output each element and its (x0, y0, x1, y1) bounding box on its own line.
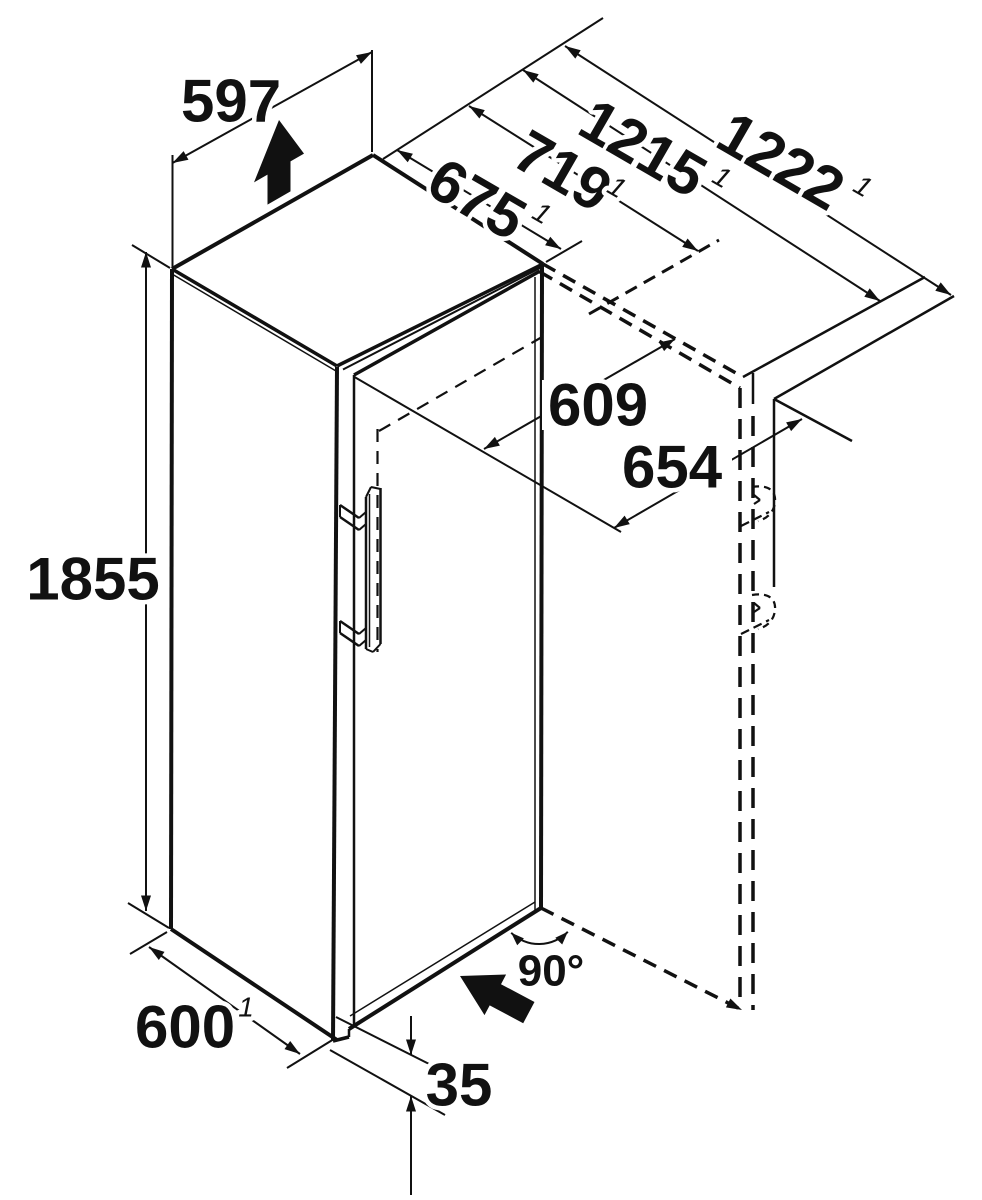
svg-text:1855: 1855 (26, 546, 159, 613)
svg-text:35: 35 (426, 1052, 493, 1119)
svg-text:609: 609 (548, 372, 648, 439)
svg-text:597: 597 (181, 68, 281, 135)
svg-text:90°: 90° (518, 947, 585, 996)
svg-text:1: 1 (238, 992, 254, 1023)
svg-text:600: 600 (135, 994, 235, 1061)
svg-text:654: 654 (622, 434, 723, 501)
